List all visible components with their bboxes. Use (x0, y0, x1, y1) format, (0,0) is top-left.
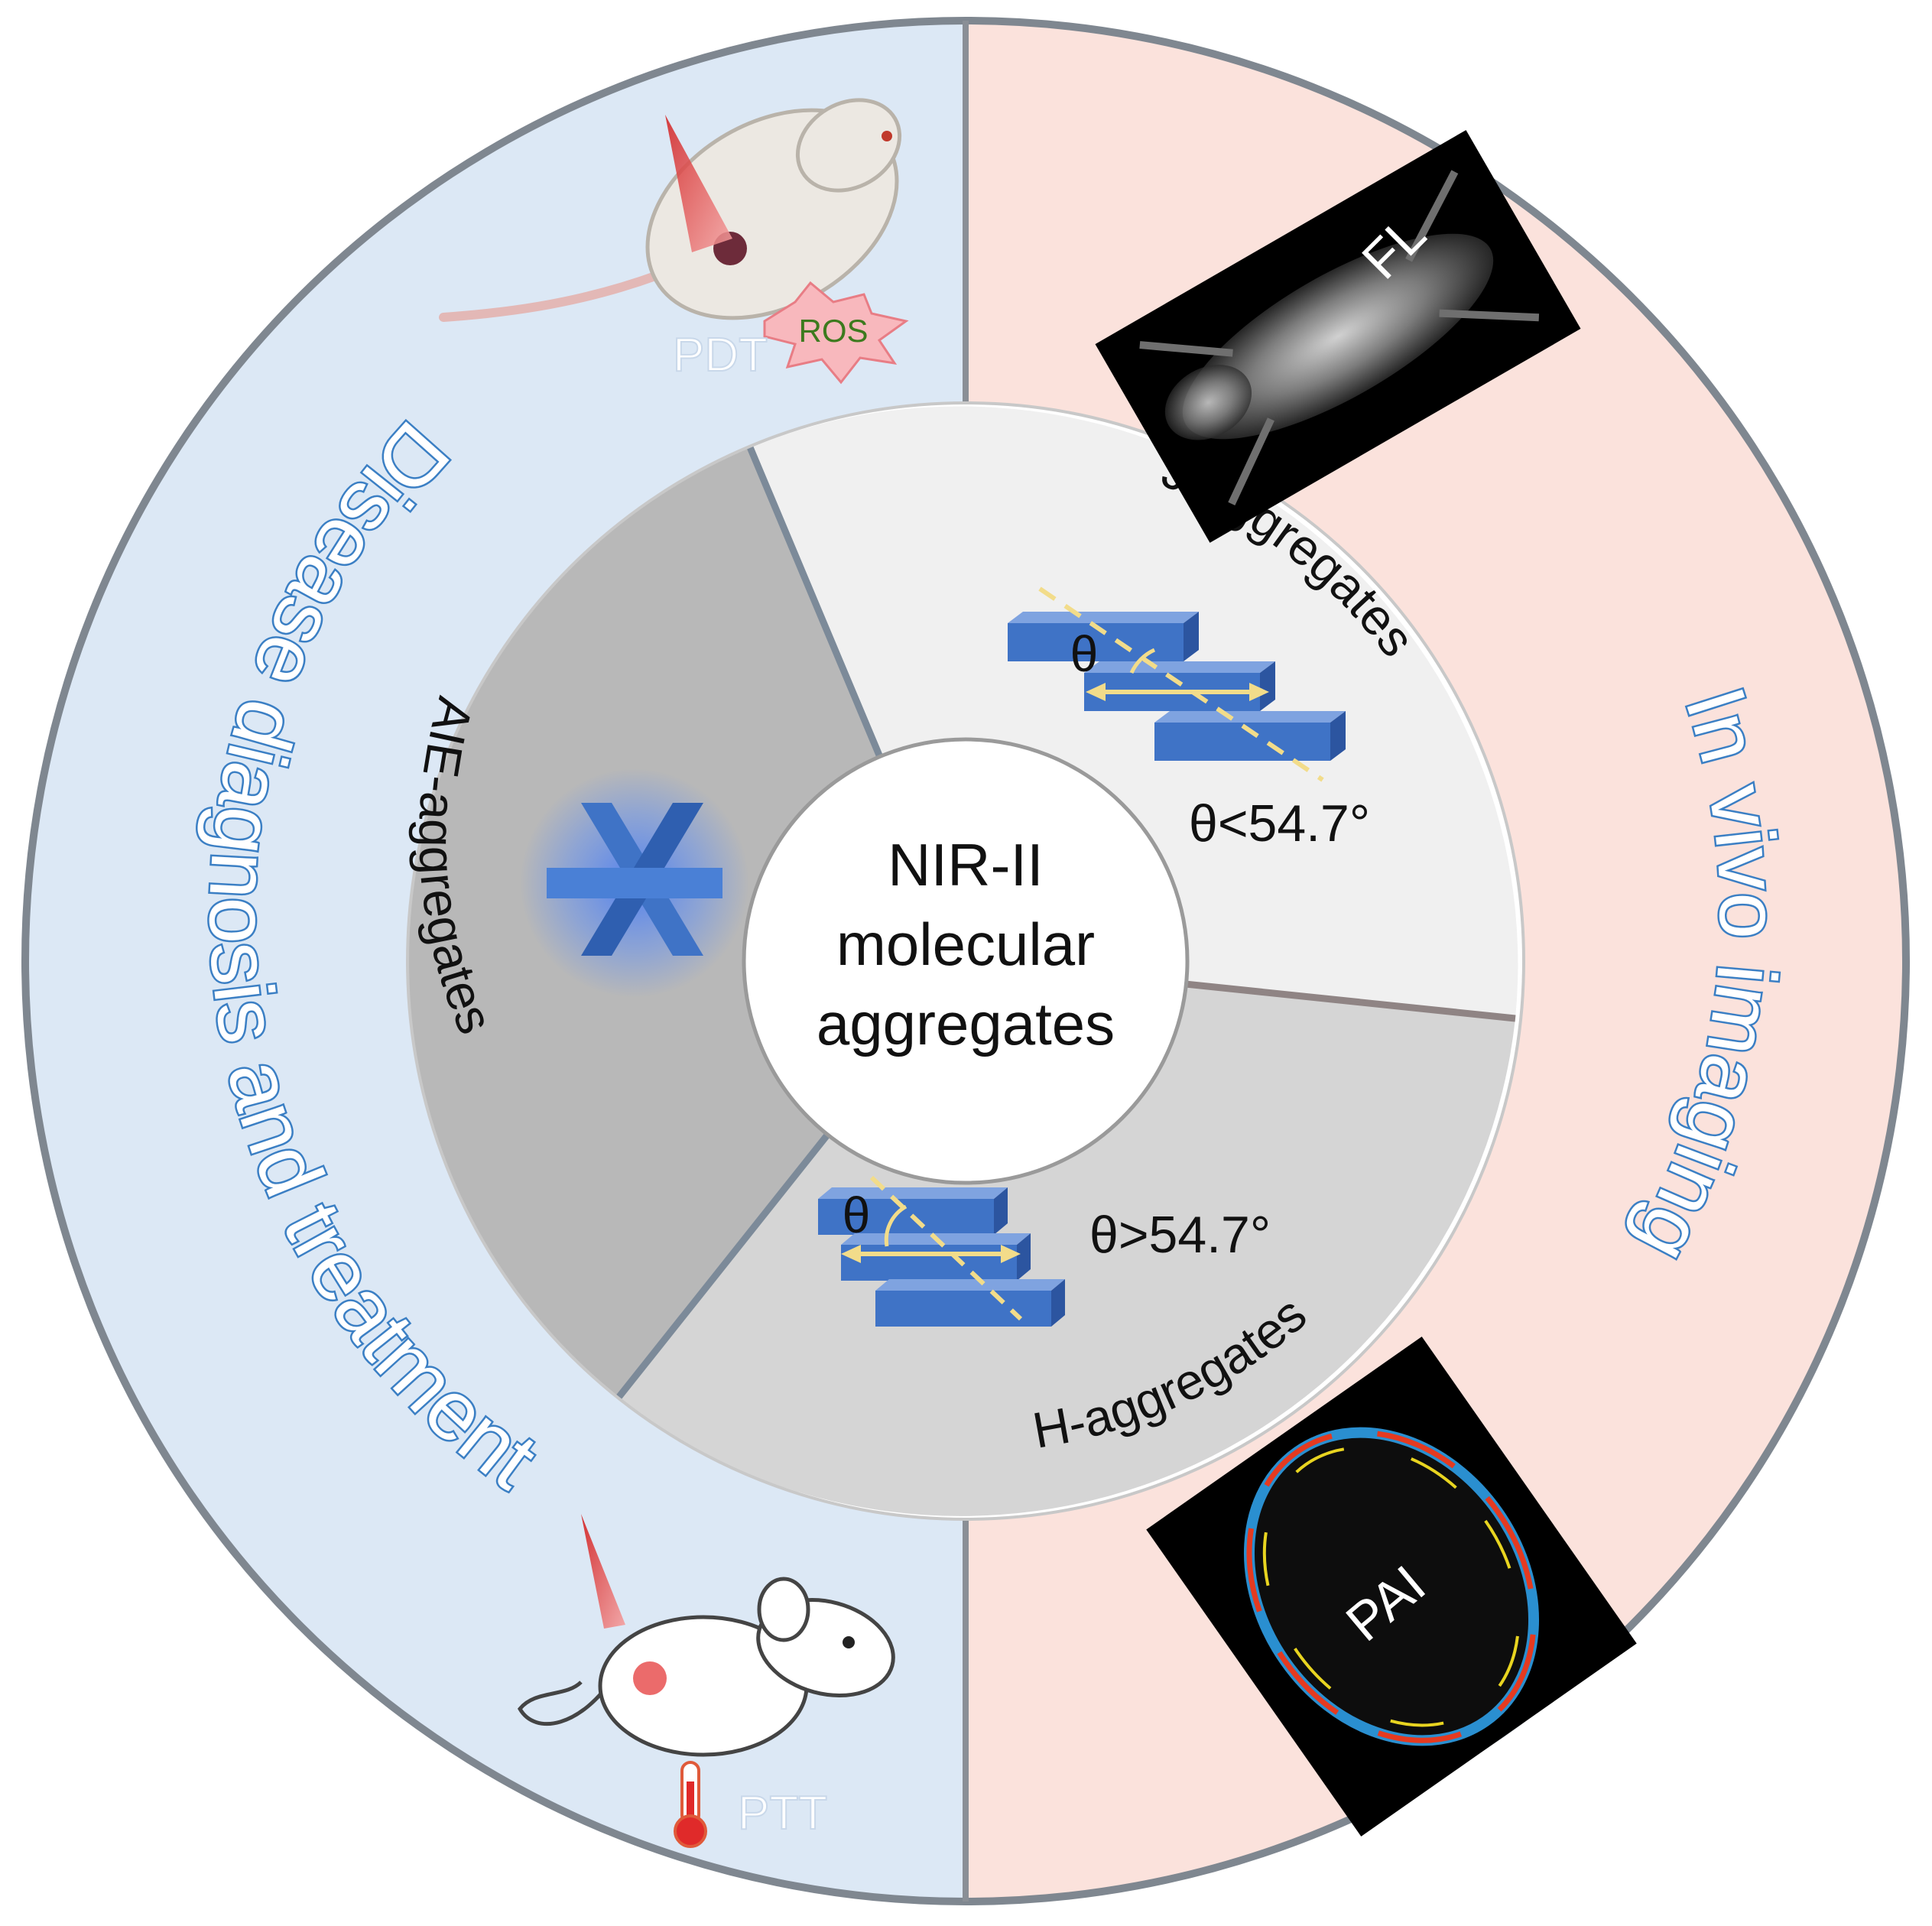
h-theta-symbol: θ (843, 1187, 871, 1243)
j-aggregate-blocks (1008, 586, 1346, 782)
fl-image (1095, 130, 1581, 543)
j-block-2 (1084, 661, 1275, 711)
mouse-tail (439, 271, 662, 322)
ptt-mouse-tail (517, 1673, 618, 1726)
pdt-mouse-illustration (439, 98, 902, 322)
ros-label: ROS (798, 313, 868, 349)
ptt-tumor-spot (633, 1661, 667, 1695)
center-line-1: NIR-II (888, 831, 1044, 898)
j-block-1 (1008, 612, 1199, 661)
laser-beam (665, 115, 732, 252)
h-block-3 (875, 1279, 1065, 1327)
thermometer-icon (674, 1761, 707, 1848)
j-block-3 (1154, 711, 1346, 761)
h-axis-line (869, 1175, 1023, 1321)
ptt-label: PTT (738, 1787, 827, 1840)
h-aggregates-segment (618, 961, 1515, 1516)
j-angle-arc (1129, 648, 1156, 674)
center-line-3: aggregates (817, 990, 1115, 1057)
pdt-label: PDT (673, 329, 768, 382)
h-block-1 (818, 1187, 1008, 1235)
center-circle (742, 737, 1190, 1185)
h-aggregate-blocks (818, 1175, 1065, 1327)
ptt-mouse-eye (843, 1636, 855, 1648)
aie-aggregate-icon (520, 768, 749, 998)
ros-burst: ROS (763, 281, 909, 385)
ptt-mouse-illustration (517, 1514, 895, 1757)
ptt-mouse-ear (757, 1577, 810, 1642)
mouse-eye (882, 131, 892, 141)
j-axis-line (1038, 586, 1324, 782)
j-theta-symbol: θ (1070, 625, 1099, 682)
j-condition: θ<54.7° (1189, 794, 1370, 853)
h-condition: θ>54.7° (1089, 1206, 1271, 1264)
center-line-2: molecular (836, 911, 1095, 978)
mouse-head (795, 98, 902, 193)
pai-image (1146, 1337, 1637, 1837)
h-angle-arc (884, 1204, 908, 1247)
ptt-laser-beam (581, 1514, 625, 1629)
